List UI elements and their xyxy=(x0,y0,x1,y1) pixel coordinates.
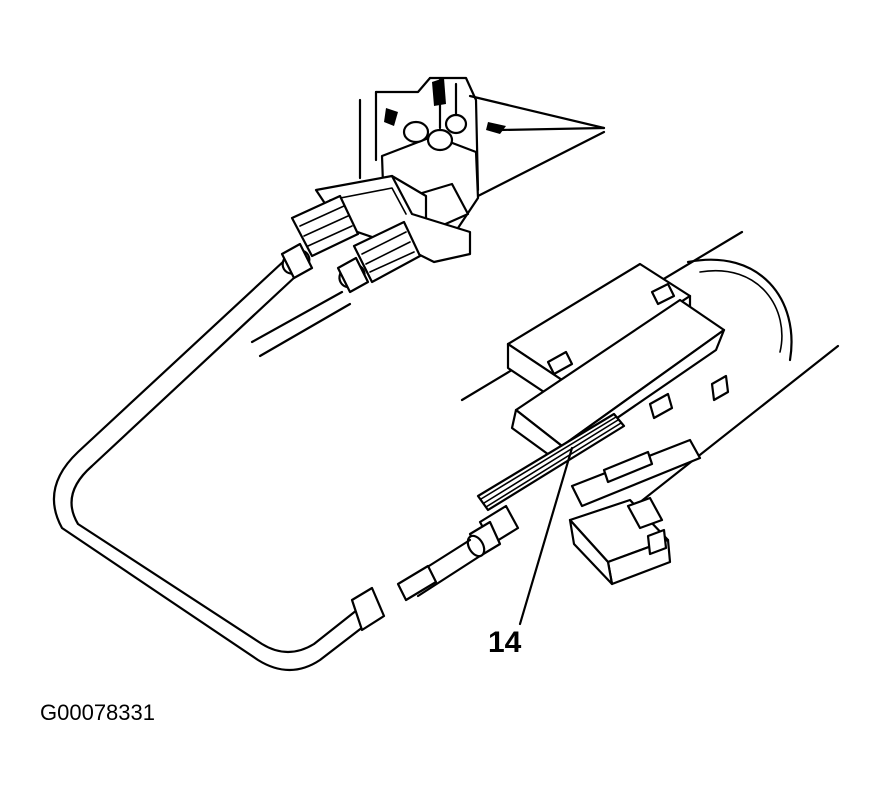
callout-label-14: 14 xyxy=(488,626,522,659)
cable-entry xyxy=(396,412,626,602)
figure-id: G00078331 xyxy=(40,700,155,725)
lower-connector xyxy=(568,496,672,586)
cable-loop xyxy=(52,258,386,671)
callout-leader-line xyxy=(518,446,574,626)
shifter-mechanism xyxy=(250,76,606,358)
